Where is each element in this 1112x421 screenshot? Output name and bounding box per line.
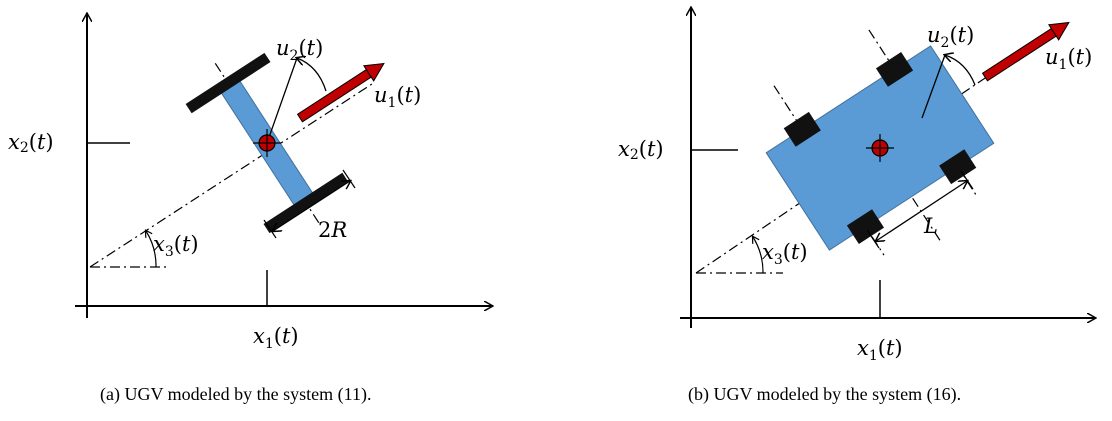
dim-label-b: L — [923, 214, 938, 238]
u2-pointer-a — [266, 57, 298, 144]
dim-label-a: 2R — [318, 218, 347, 242]
panel-b: x2(t) x1(t) x3(t) u2(t) u1(t) L — [618, 2, 1095, 364]
front-left-wheel-b — [875, 52, 914, 87]
x3-angle-arc-b — [753, 237, 764, 274]
caption-b: (b) UGV modeled by the system (16). — [688, 384, 962, 404]
x1-label-a: x1(t) — [253, 324, 299, 352]
panel-a: x2(t) x1(t) x3(t) u2(t) u1(t) 2R — [8, 14, 492, 352]
u2-pointer-b — [921, 54, 946, 119]
heading-line-a — [89, 83, 373, 268]
u2-arc-a — [297, 58, 327, 92]
dim-ext2-b — [960, 170, 974, 190]
dim-arrow-a — [273, 181, 350, 231]
dim-arrow-b — [876, 181, 967, 241]
caption-a: (a) UGV modeled by the system (11). — [100, 384, 372, 404]
x2-label-b: x2(t) — [618, 137, 664, 164]
u2-arc-b — [945, 55, 976, 86]
u1-arrow-a — [296, 62, 385, 123]
dim-ext1-a — [263, 219, 277, 239]
left-wheel-a — [185, 52, 271, 114]
rear-left-wheel-b — [783, 111, 821, 147]
u2-label-b: u2(t) — [927, 23, 974, 51]
center-b — [866, 134, 894, 162]
dim-ext1-b — [866, 229, 880, 249]
dim-ext2-a — [342, 169, 356, 189]
x2-label-a: x2(t) — [8, 130, 54, 157]
x3-angle-arc-a — [146, 231, 157, 268]
u1-label-b: u1(t) — [1045, 45, 1092, 73]
x1-label-b: x1(t) — [857, 336, 903, 364]
front-right-wheel-b — [939, 149, 977, 185]
x3-label-b: x3(t) — [762, 240, 808, 268]
u2-label-a: u2(t) — [276, 36, 323, 64]
x3-label-a: x3(t) — [153, 232, 199, 260]
u1-arrow-b — [981, 21, 1070, 82]
center-a — [253, 129, 281, 157]
u1-label-a: u1(t) — [374, 83, 421, 111]
